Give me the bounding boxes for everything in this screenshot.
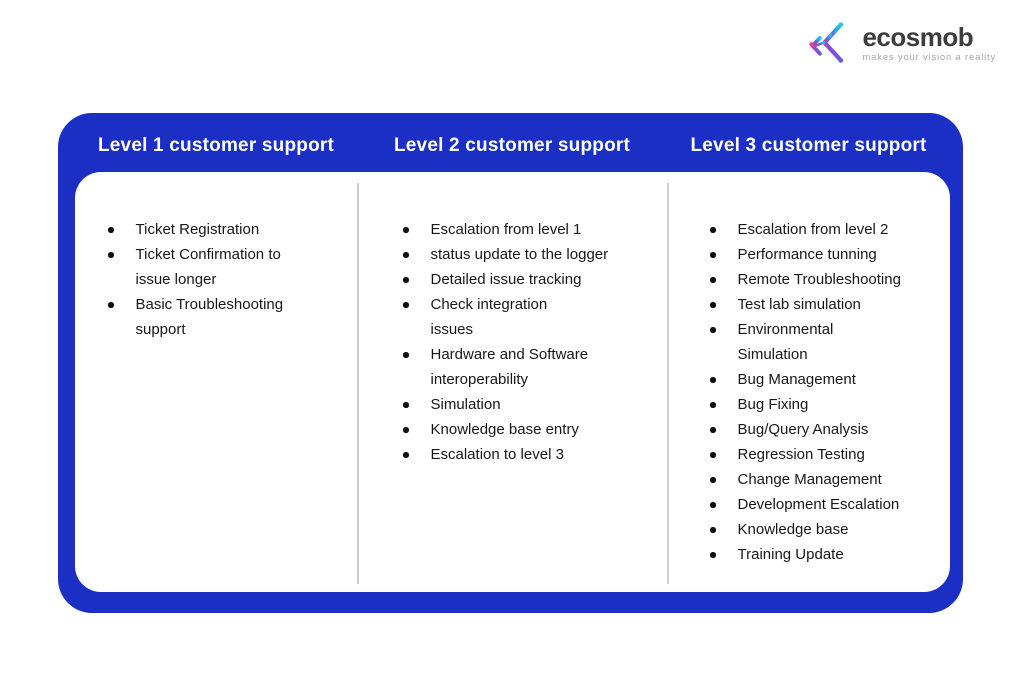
card-body-panel: Ticket Registration Ticket Confirmation …	[75, 172, 950, 592]
bullet-icon	[403, 277, 409, 283]
level-1-support-list: Ticket Registration Ticket Confirmation …	[75, 172, 357, 592]
bullet-icon	[403, 227, 409, 233]
bullet-icon	[710, 402, 716, 408]
list-item-text: Escalation from level 2	[737, 221, 889, 238]
bullet-icon	[403, 302, 409, 308]
ecosmob-logo: ecosmob makes your vision a reality	[806, 16, 996, 70]
bullet-icon	[710, 427, 716, 433]
list-item-text: Regression Testing	[737, 446, 865, 463]
level-3-support-list: Escalation from level 2 Performance tunn…	[667, 172, 950, 592]
list-item-text: status update to the logger	[430, 246, 609, 263]
bullet-icon	[710, 277, 716, 283]
list-item: Detailed issue tracking	[403, 267, 657, 292]
bullet-icon	[403, 452, 409, 458]
ecosmob-hub-icon	[806, 16, 856, 70]
level-2-support-list: Escalation from level 1 status update to…	[357, 172, 667, 592]
list-item-text: Ticket Confirmation to issue longer	[135, 246, 281, 288]
list-item: Knowledge base	[710, 517, 940, 542]
list-item-text: Performance tunning	[737, 246, 877, 263]
bullet-icon	[710, 377, 716, 383]
brand-tagline: makes your vision a reality	[862, 51, 996, 63]
list-item: Ticket Confirmation to issue longer	[108, 242, 347, 292]
list-item-text: Simulation	[430, 396, 501, 413]
card-header-row: Level 1 customer support Level 2 custome…	[75, 113, 950, 172]
list-item-text: Remote Troubleshooting	[737, 271, 901, 288]
support-levels-card: Level 1 customer support Level 2 custome…	[58, 113, 963, 613]
bullet-icon	[108, 302, 114, 308]
list-item: Development Escalation	[710, 492, 940, 517]
list-item-text: Ticket Registration	[135, 221, 260, 238]
bullet-icon	[710, 252, 716, 258]
list-item: Simulation	[403, 392, 657, 417]
list-item-text: Bug/Query Analysis	[737, 421, 869, 438]
bullet-icon	[108, 252, 114, 258]
list-item: Test lab simulation	[710, 292, 940, 317]
column-divider-1	[357, 183, 359, 584]
bullet-icon	[710, 527, 716, 533]
list-item-text: Check integration issues	[430, 296, 548, 338]
list-item: Knowledge base entry	[403, 417, 657, 442]
list-item-text: Hardware and Software interoperability	[430, 346, 589, 388]
list-item-text: Detailed issue tracking	[430, 271, 582, 288]
bullet-icon	[108, 227, 114, 233]
list-item-text: Knowledge base entry	[430, 421, 579, 438]
bullet-icon	[710, 302, 716, 308]
brand-name: ecosmob	[862, 21, 974, 52]
bullet-icon	[403, 427, 409, 433]
bullet-icon	[710, 327, 716, 333]
list-item: Training Update	[710, 542, 940, 567]
column-divider-2	[667, 183, 669, 584]
bullet-icon	[403, 352, 409, 358]
list-item-text: Basic Troubleshooting support	[135, 296, 284, 338]
list-item-text: Training Update	[737, 546, 844, 563]
list-item: Escalation to level 3	[403, 442, 657, 467]
list-item: Change Management	[710, 467, 940, 492]
list-item-text: Bug Management	[737, 371, 856, 388]
list-item-text: Environmental Simulation	[737, 321, 834, 363]
column-title-level-1: Level 1 customer support	[97, 134, 335, 156]
bullet-icon	[710, 502, 716, 508]
bullet-icon	[710, 452, 716, 458]
list-item-text: Bug Fixing	[737, 396, 809, 413]
list-item: Hardware and Software interoperability	[403, 342, 657, 392]
list-item: Performance tunning	[710, 242, 940, 267]
bullet-icon	[403, 252, 409, 258]
list-item: Escalation from level 2	[710, 217, 940, 242]
list-item-text: Development Escalation	[737, 496, 900, 513]
bullet-icon	[710, 477, 716, 483]
list-item: Ticket Registration	[108, 217, 347, 242]
list-item: Escalation from level 1	[403, 217, 657, 242]
list-item: Basic Troubleshooting support	[108, 292, 347, 342]
list-item: Check integration issues	[403, 292, 657, 342]
list-item: Regression Testing	[710, 442, 940, 467]
list-item-text: Escalation from level 1	[430, 221, 582, 238]
list-item-text: Test lab simulation	[737, 296, 861, 313]
list-item: Bug Fixing	[710, 392, 940, 417]
list-item-text: Change Management	[737, 471, 882, 488]
list-item-text: Escalation to level 3	[430, 446, 564, 463]
list-item-text: Knowledge base	[737, 521, 849, 538]
column-title-level-2: Level 2 customer support	[393, 134, 631, 156]
list-item: Remote Troubleshooting	[710, 267, 940, 292]
list-item: Environmental Simulation	[710, 317, 940, 367]
bullet-icon	[403, 402, 409, 408]
list-item: status update to the logger	[403, 242, 657, 267]
list-item: Bug Management	[710, 367, 940, 392]
list-item: Bug/Query Analysis	[710, 417, 940, 442]
column-title-level-3: Level 3 customer support	[690, 134, 927, 156]
bullet-icon	[710, 552, 716, 558]
bullet-icon	[710, 227, 716, 233]
